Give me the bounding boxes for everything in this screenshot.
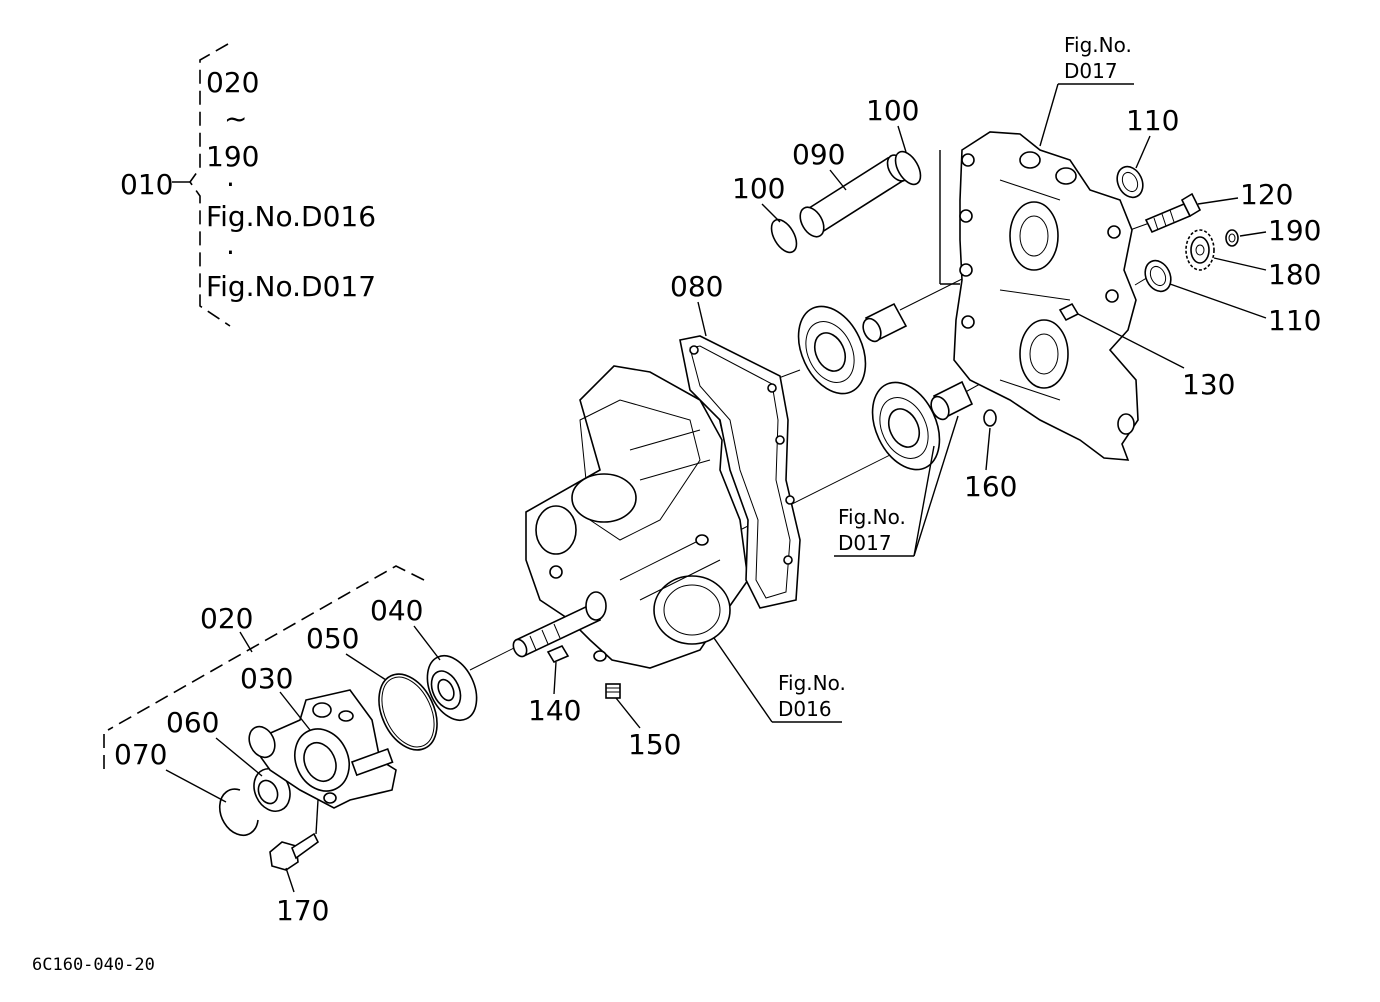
leader-080 <box>697 301 707 337</box>
subassembly-020-bracket <box>103 565 425 776</box>
part-030-housing <box>248 689 397 809</box>
label-130: 130 <box>1182 368 1235 401</box>
label-030: 030 <box>240 662 293 695</box>
label-170: 170 <box>276 894 329 927</box>
label-120: 120 <box>1240 178 1293 211</box>
label-060: 060 <box>166 706 219 739</box>
ref-d016-line1: Fig.No. <box>778 671 846 695</box>
label-range-end: 190 <box>206 140 259 173</box>
leader-050 <box>345 653 387 681</box>
leader-130 <box>1077 313 1185 369</box>
bullet-2: · <box>226 236 235 269</box>
label-020: 020 <box>200 602 253 635</box>
label-040: 040 <box>370 594 423 627</box>
label-090: 090 <box>792 138 845 171</box>
drawing-code: 6C160-040-20 <box>32 955 155 975</box>
leader-d017-top <box>1039 83 1059 147</box>
label-100-top: 100 <box>866 94 919 127</box>
gear-case-d016 <box>512 365 749 669</box>
part-100-o-ring-right <box>894 150 922 186</box>
side-plate-upper <box>797 305 867 395</box>
main-case-d017 <box>953 131 1139 461</box>
ref-d017-top-line1: Fig.No. <box>1064 33 1132 57</box>
part-140-pin <box>546 644 570 664</box>
label-180: 180 <box>1268 258 1321 291</box>
leader-170-axis <box>315 799 319 835</box>
leader-160 <box>985 427 991 471</box>
leader-d017-mid-b <box>913 415 959 557</box>
leader-190 <box>1239 231 1267 237</box>
leader-120 <box>1197 197 1239 205</box>
leader-d017-mid-a <box>913 445 935 557</box>
part-150-plug <box>605 683 621 699</box>
part-160-o-ring <box>983 409 997 427</box>
leader-040 <box>413 625 441 661</box>
label-ref-d017: Fig.No.D017 <box>206 270 376 303</box>
bullet-1: · <box>226 168 235 201</box>
ref-d016-line2: D016 <box>778 697 832 721</box>
leader-180 <box>1213 257 1267 271</box>
label-range-tilde: ~ <box>224 102 247 135</box>
leader-d016 <box>713 637 773 723</box>
leader-090 <box>829 169 847 191</box>
part-100-o-ring-left <box>770 218 798 254</box>
label-ref-d016: Fig.No.D016 <box>206 200 376 233</box>
label-150: 150 <box>628 728 681 761</box>
ref-d017-mid-line1: Fig.No. <box>838 505 906 529</box>
part-190-washer <box>1225 229 1239 247</box>
part-080-gasket <box>679 335 801 609</box>
part-050-o-ring <box>378 673 438 751</box>
part-180-gear <box>1185 229 1215 271</box>
leader-110-bottom <box>1169 283 1267 319</box>
ref-d017-top-line2: D017 <box>1064 59 1118 83</box>
label-080: 080 <box>670 270 723 303</box>
leader-070 <box>165 769 227 803</box>
part-110-seal-bottom <box>1144 259 1172 293</box>
leader-140 <box>553 661 557 695</box>
side-plate-lower <box>871 381 941 471</box>
part-120-bolt <box>1144 192 1202 234</box>
leader-030 <box>279 691 311 731</box>
leader-110-top <box>1135 135 1151 169</box>
label-190: 190 <box>1268 214 1321 247</box>
label-010: 010 <box>120 168 173 201</box>
leader-150 <box>615 697 641 729</box>
label-range-start: 020 <box>206 66 259 99</box>
label-160: 160 <box>964 470 1017 503</box>
leader-020 <box>239 631 253 653</box>
label-100-left: 100 <box>732 172 785 205</box>
leader-100-top <box>897 125 907 153</box>
label-070: 070 <box>114 738 167 771</box>
bushing-lower <box>930 380 974 421</box>
part-110-seal-top <box>1116 165 1144 199</box>
label-140: 140 <box>528 694 581 727</box>
label-110-bottom: 110 <box>1268 304 1321 337</box>
ref-d017-mid-line2: D017 <box>838 531 892 555</box>
leader-060 <box>215 737 263 777</box>
label-050: 050 <box>306 622 359 655</box>
bushing-upper <box>862 302 908 343</box>
leader-100-left <box>761 203 781 223</box>
part-040-bearing <box>426 655 478 721</box>
part-060-oil-seal <box>253 768 291 812</box>
group-bracket <box>172 43 231 327</box>
part-170-bolt <box>269 832 320 871</box>
leader-170 <box>285 867 295 893</box>
label-110-top: 110 <box>1126 104 1179 137</box>
part-070-snap-ring <box>218 788 259 836</box>
